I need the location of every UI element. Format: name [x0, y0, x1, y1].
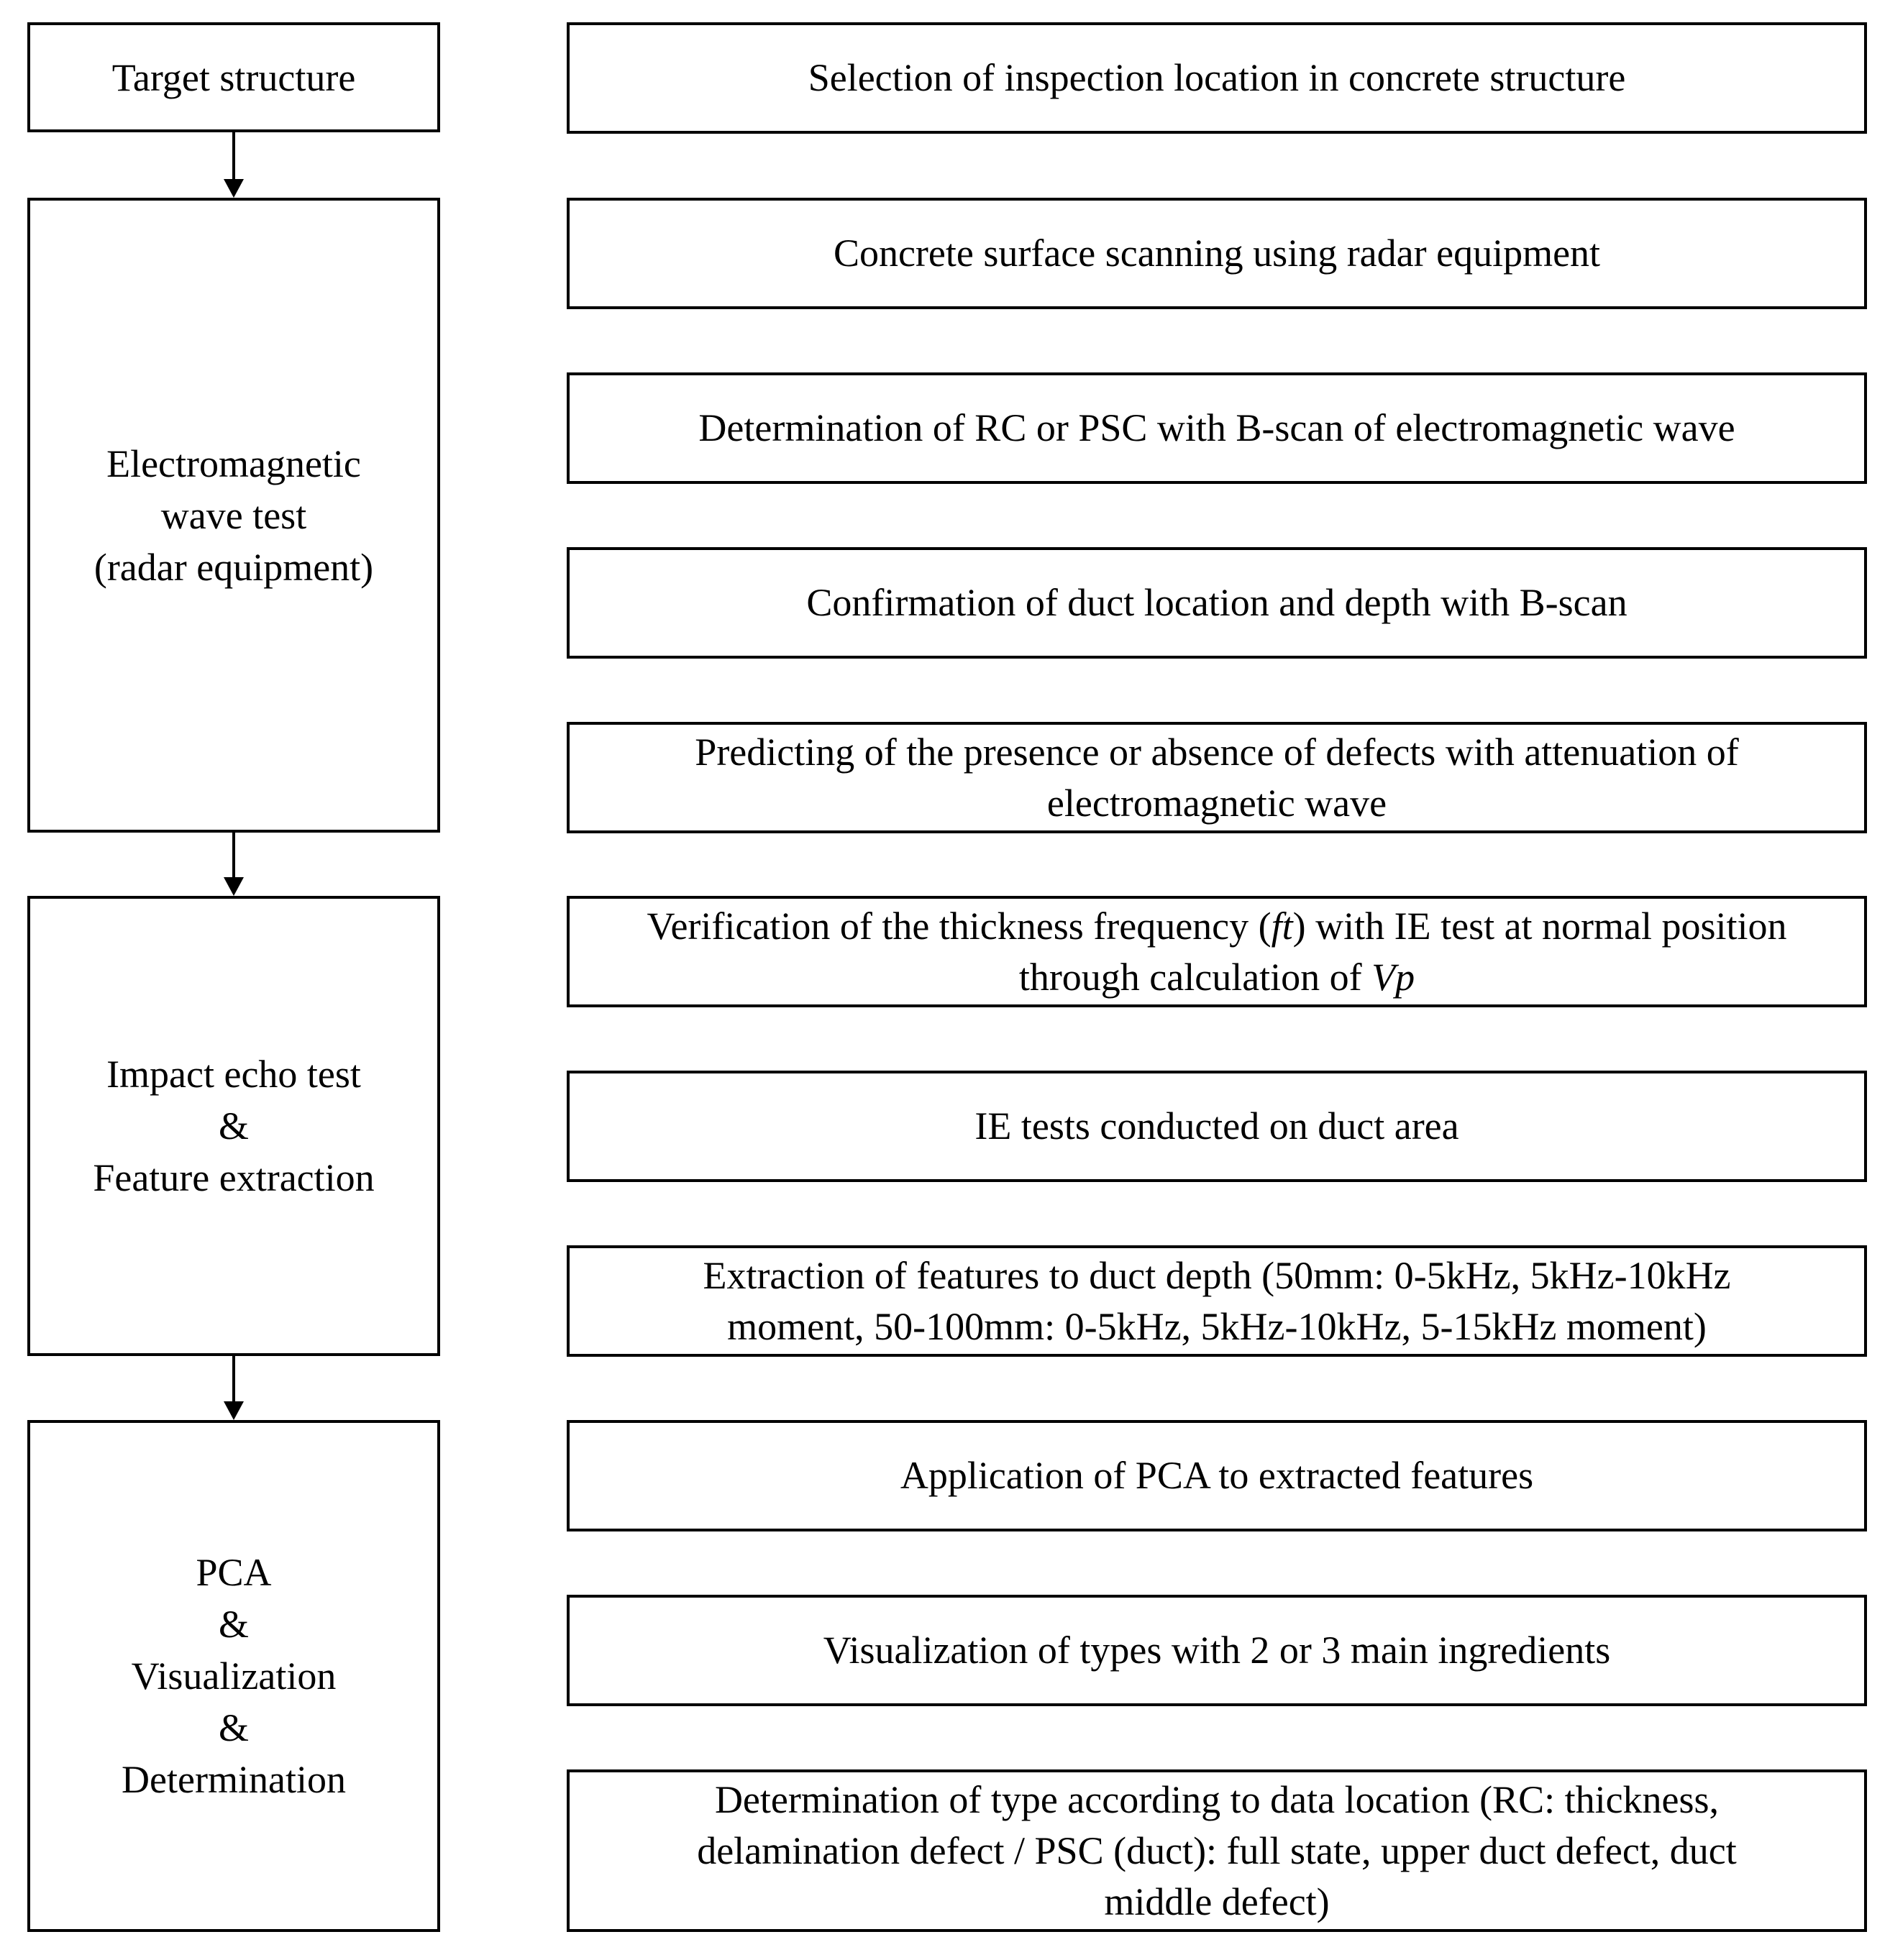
step-text-line: through calculation of Vp	[647, 952, 1786, 1003]
step-text-line: Determination of type according to data …	[714, 1777, 1720, 1821]
step-text-segment: Verification of the thickness frequency …	[647, 904, 1272, 948]
step-text-line: Visualization of types with 2 or 3 main …	[823, 1629, 1611, 1672]
step-box: Visualization of types with 2 or 3 main …	[567, 1595, 1867, 1706]
p-wave-velocity-symbol: Vp	[1371, 955, 1415, 999]
stage-label-line: PCA	[196, 1551, 272, 1594]
step-box: Selection of inspection location in conc…	[567, 22, 1867, 134]
stage-box-electromagnetic-wave-test: Electromagnetic wave test (radar equipme…	[27, 198, 440, 833]
step-text-line: Concrete surface scanning using radar eq…	[833, 232, 1601, 275]
step-text-line: Selection of inspection location in conc…	[808, 56, 1626, 99]
stage-box-target-structure: Target structure	[27, 22, 440, 132]
stage-label-line: &	[218, 1706, 249, 1749]
stage-label-line: &	[218, 1104, 249, 1148]
step-text-line: middle defect)	[1104, 1879, 1330, 1923]
step-text-line: Predicting of the presence or absence of…	[695, 730, 1739, 774]
step-box: Verification of the thickness frequency …	[567, 896, 1867, 1007]
step-text-line: Extraction of features to duct depth (50…	[703, 1253, 1731, 1297]
step-box: Extraction of features to duct depth (50…	[567, 1245, 1867, 1357]
step-box: Confirmation of duct location and depth …	[567, 547, 1867, 659]
step-box: Concrete surface scanning using radar eq…	[567, 198, 1867, 309]
stage-label-line: Feature extraction	[93, 1156, 375, 1199]
stage-label-line: Visualization	[131, 1654, 337, 1698]
arrowhead-2-3	[224, 1401, 244, 1420]
step-text-line: Confirmation of duct location and depth …	[806, 581, 1628, 624]
stage-label-line: Determination	[122, 1758, 346, 1801]
arrowhead-0-1	[224, 179, 244, 198]
stage-label-line: Target structure	[111, 55, 356, 99]
step-text-line: Application of PCA to extracted features	[900, 1454, 1534, 1497]
stage-label-line: Electromagnetic	[106, 441, 361, 485]
arrowhead-1-2	[224, 877, 244, 896]
step-box: Determination of RC or PSC with B-scan o…	[567, 372, 1867, 484]
stage-label-line: (radar equipment)	[93, 545, 374, 589]
step-text-line: electromagnetic wave	[1046, 781, 1387, 825]
step-text-line: moment, 50-100mm: 0-5kHz, 5kHz-10kHz, 5-…	[727, 1304, 1707, 1348]
step-text-line: Determination of RC or PSC with B-scan o…	[698, 406, 1735, 449]
step-text-segment: ) with IE test at normal position	[1292, 904, 1787, 948]
step-box: Application of PCA to extracted features	[567, 1420, 1867, 1531]
thickness-frequency-symbol: ft	[1271, 904, 1293, 948]
stage-box-impact-echo-test: Impact echo test & Feature extraction	[27, 896, 440, 1356]
stage-label-line: &	[218, 1603, 249, 1646]
step-box: Determination of type according to data …	[567, 1769, 1867, 1932]
step-text-line: Verification of the thickness frequency …	[647, 901, 1786, 952]
stage-label-line: Impact echo test	[106, 1053, 361, 1096]
step-box: IE tests conducted on duct area	[567, 1071, 1867, 1182]
step-box: Predicting of the presence or absence of…	[567, 722, 1867, 833]
step-text-line: IE tests conducted on duct area	[974, 1104, 1459, 1148]
step-text-segment: through calculation of	[1018, 955, 1372, 999]
stage-box-pca-visualization: PCA & Visualization & Determination	[27, 1420, 440, 1932]
stage-label-line: wave test	[160, 493, 307, 537]
step-text-line: delamination defect / PSC (duct): full s…	[697, 1828, 1737, 1872]
